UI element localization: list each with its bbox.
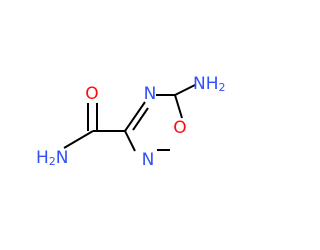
atom-ring-n4: N: [144, 84, 157, 104]
amide-n-label: N: [56, 148, 69, 168]
bond-c5-to-amino-n: [174, 84, 196, 96]
bond-layer: [63, 84, 196, 152]
atom-ring-n2: N: [142, 150, 155, 170]
atom-amino-nh2: NH2: [193, 74, 226, 94]
bond-carbonyl-to-amide-n: [63, 130, 94, 149]
bond-c3-n4-outer: [124, 101, 146, 132]
atom-amide-nh2: H2N: [36, 148, 69, 168]
bond-c3-n2: [124, 130, 136, 152]
atom-label-layer: O N N O H2N NH2: [36, 74, 226, 170]
atom-carbonyl-oxygen: O: [85, 84, 98, 104]
molecule-structure: O N N O H2N NH2: [36, 74, 226, 170]
bond-c3-n4-inner: [132, 107, 149, 131]
amino-nh-label: NH: [193, 74, 219, 94]
amide-h-label: H: [36, 148, 49, 168]
amino-subscript-2: 2: [219, 81, 226, 94]
bond-c5-o1: [174, 94, 183, 119]
atom-ring-o1: O: [173, 118, 186, 138]
amide-subscript-2: 2: [49, 155, 56, 168]
